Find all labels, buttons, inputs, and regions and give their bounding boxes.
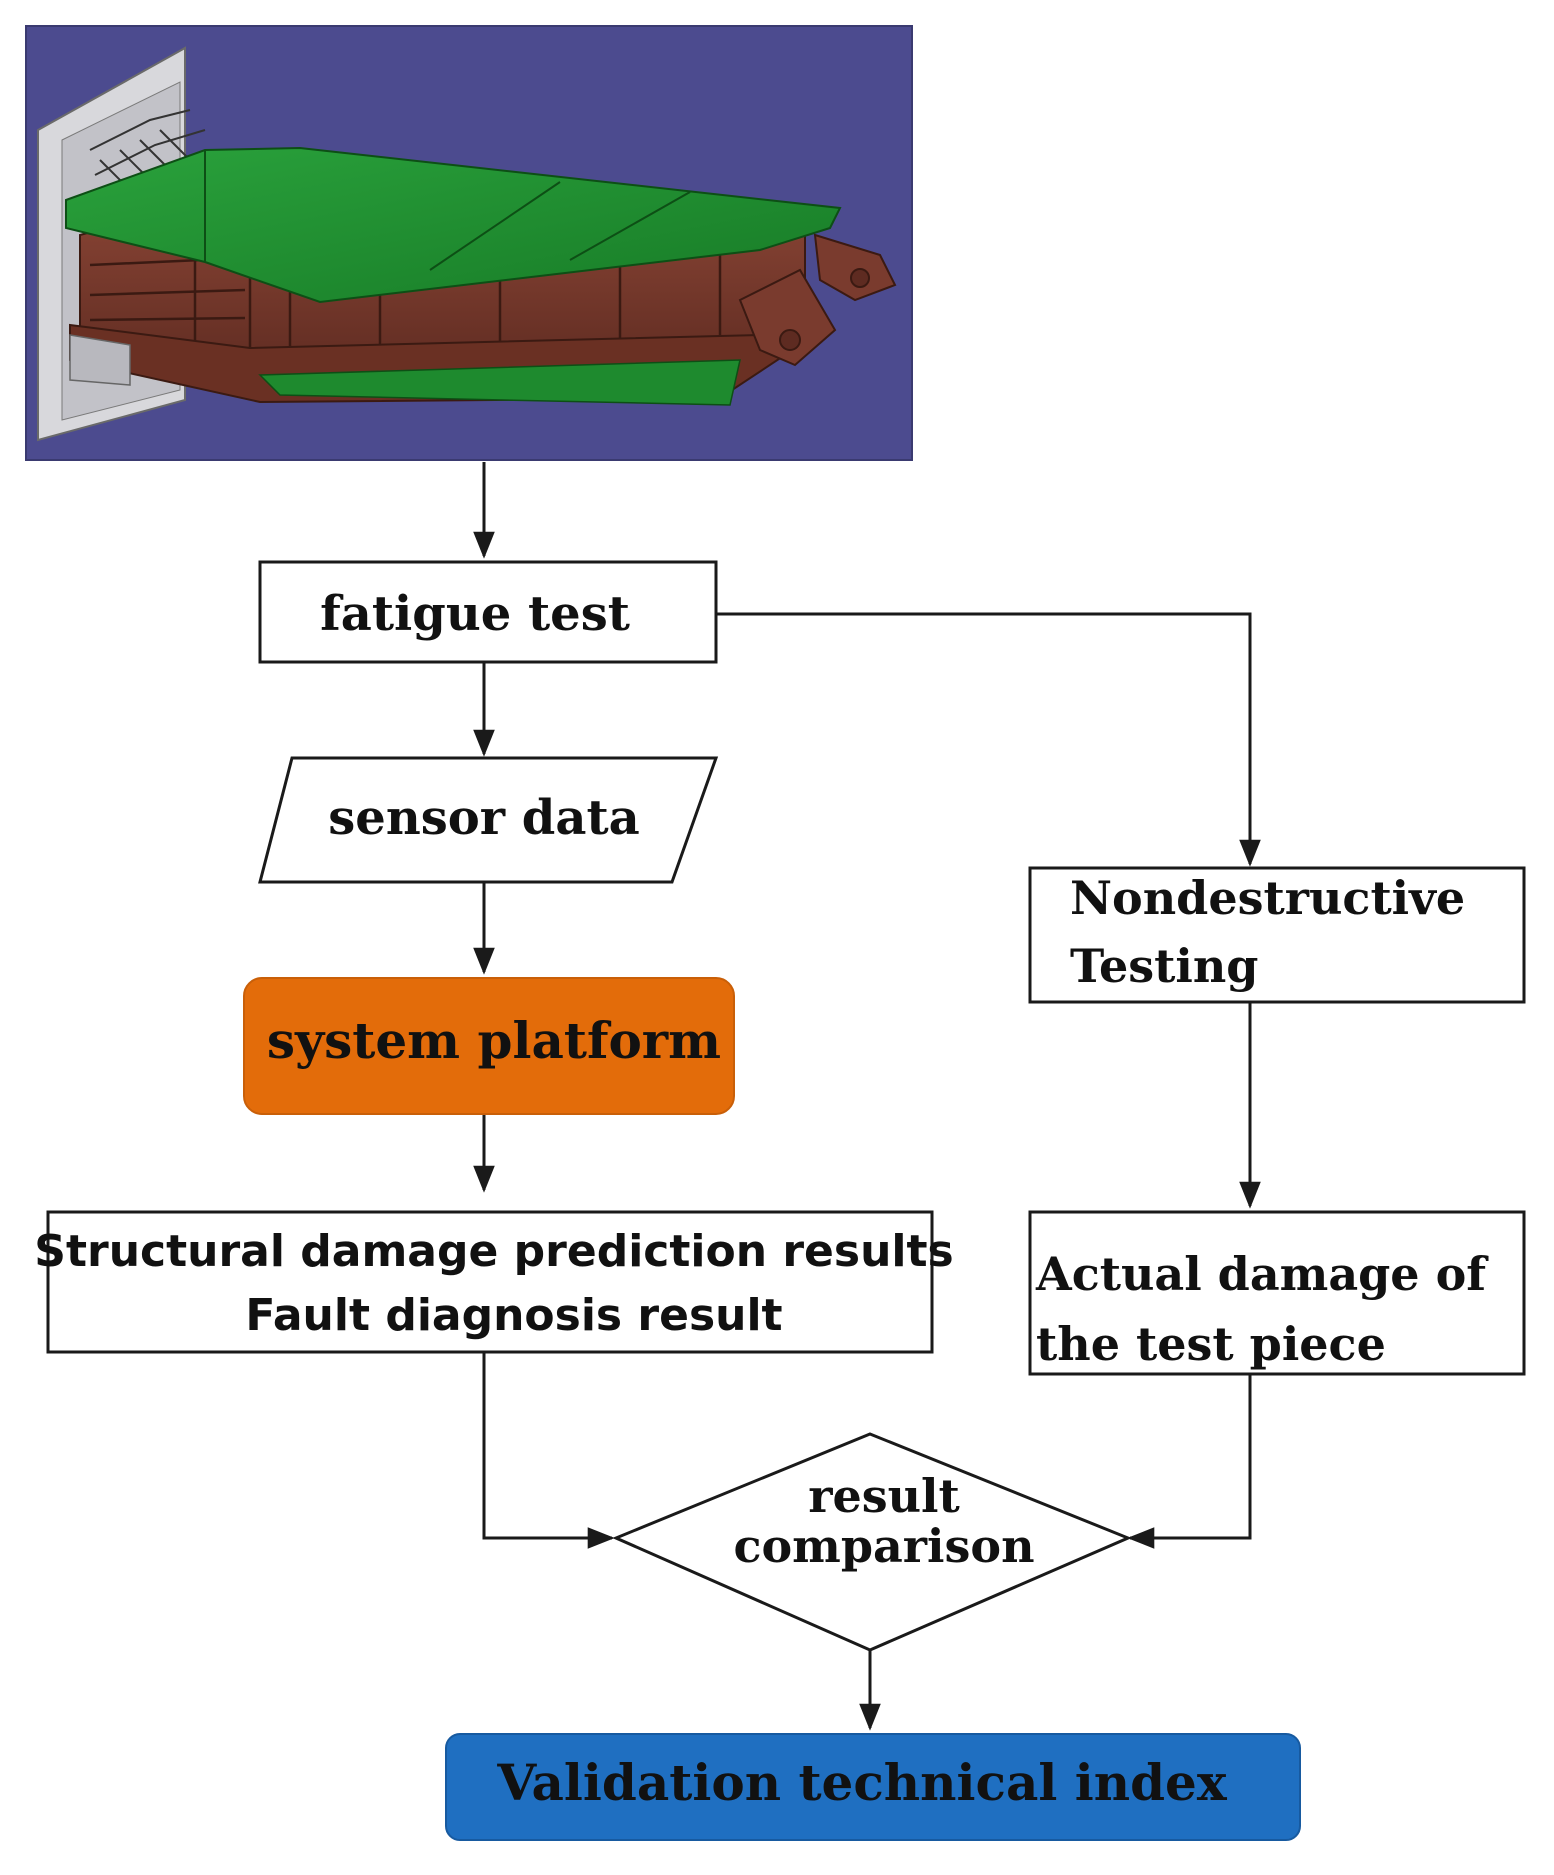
validation-index-box: Validation technical index xyxy=(445,1733,1301,1841)
nondestructive-testing-box: Nondestructive Testing xyxy=(1028,866,1526,1004)
result-comparison-line1: result xyxy=(808,1469,960,1523)
prediction-results-line2: Fault diagnosis result xyxy=(245,1290,782,1341)
fatigue-test-label: fatigue test xyxy=(320,586,630,642)
system-platform-label: system platform xyxy=(267,1011,721,1070)
prediction-results-line1: Structural damage prediction results xyxy=(34,1226,953,1277)
result-comparison-line2: comparison xyxy=(733,1519,1034,1573)
result-comparison-diamond: result comparison xyxy=(612,1432,1132,1652)
fatigue-test-box: fatigue test xyxy=(258,560,718,664)
nondestructive-testing-line2: Testing xyxy=(1070,939,1258,993)
validation-index-label: Validation technical index xyxy=(496,1753,1228,1812)
system-platform-box: system platform xyxy=(243,977,735,1115)
actual-damage-line2: the test piece xyxy=(1036,1317,1386,1371)
actual-damage-box: Actual damage of the test piece xyxy=(1028,1210,1526,1376)
sensor-data-parallelogram: sensor data xyxy=(258,756,719,884)
wing-box-cad-model-icon xyxy=(25,25,913,461)
prediction-results-box: Structural damage prediction results Fau… xyxy=(34,1210,954,1354)
nondestructive-testing-line1: Nondestructive xyxy=(1070,871,1465,925)
sensor-data-label: sensor data xyxy=(328,790,639,846)
connector-lines xyxy=(473,462,1261,1731)
actual-damage-line1: Actual damage of xyxy=(1035,1247,1489,1301)
